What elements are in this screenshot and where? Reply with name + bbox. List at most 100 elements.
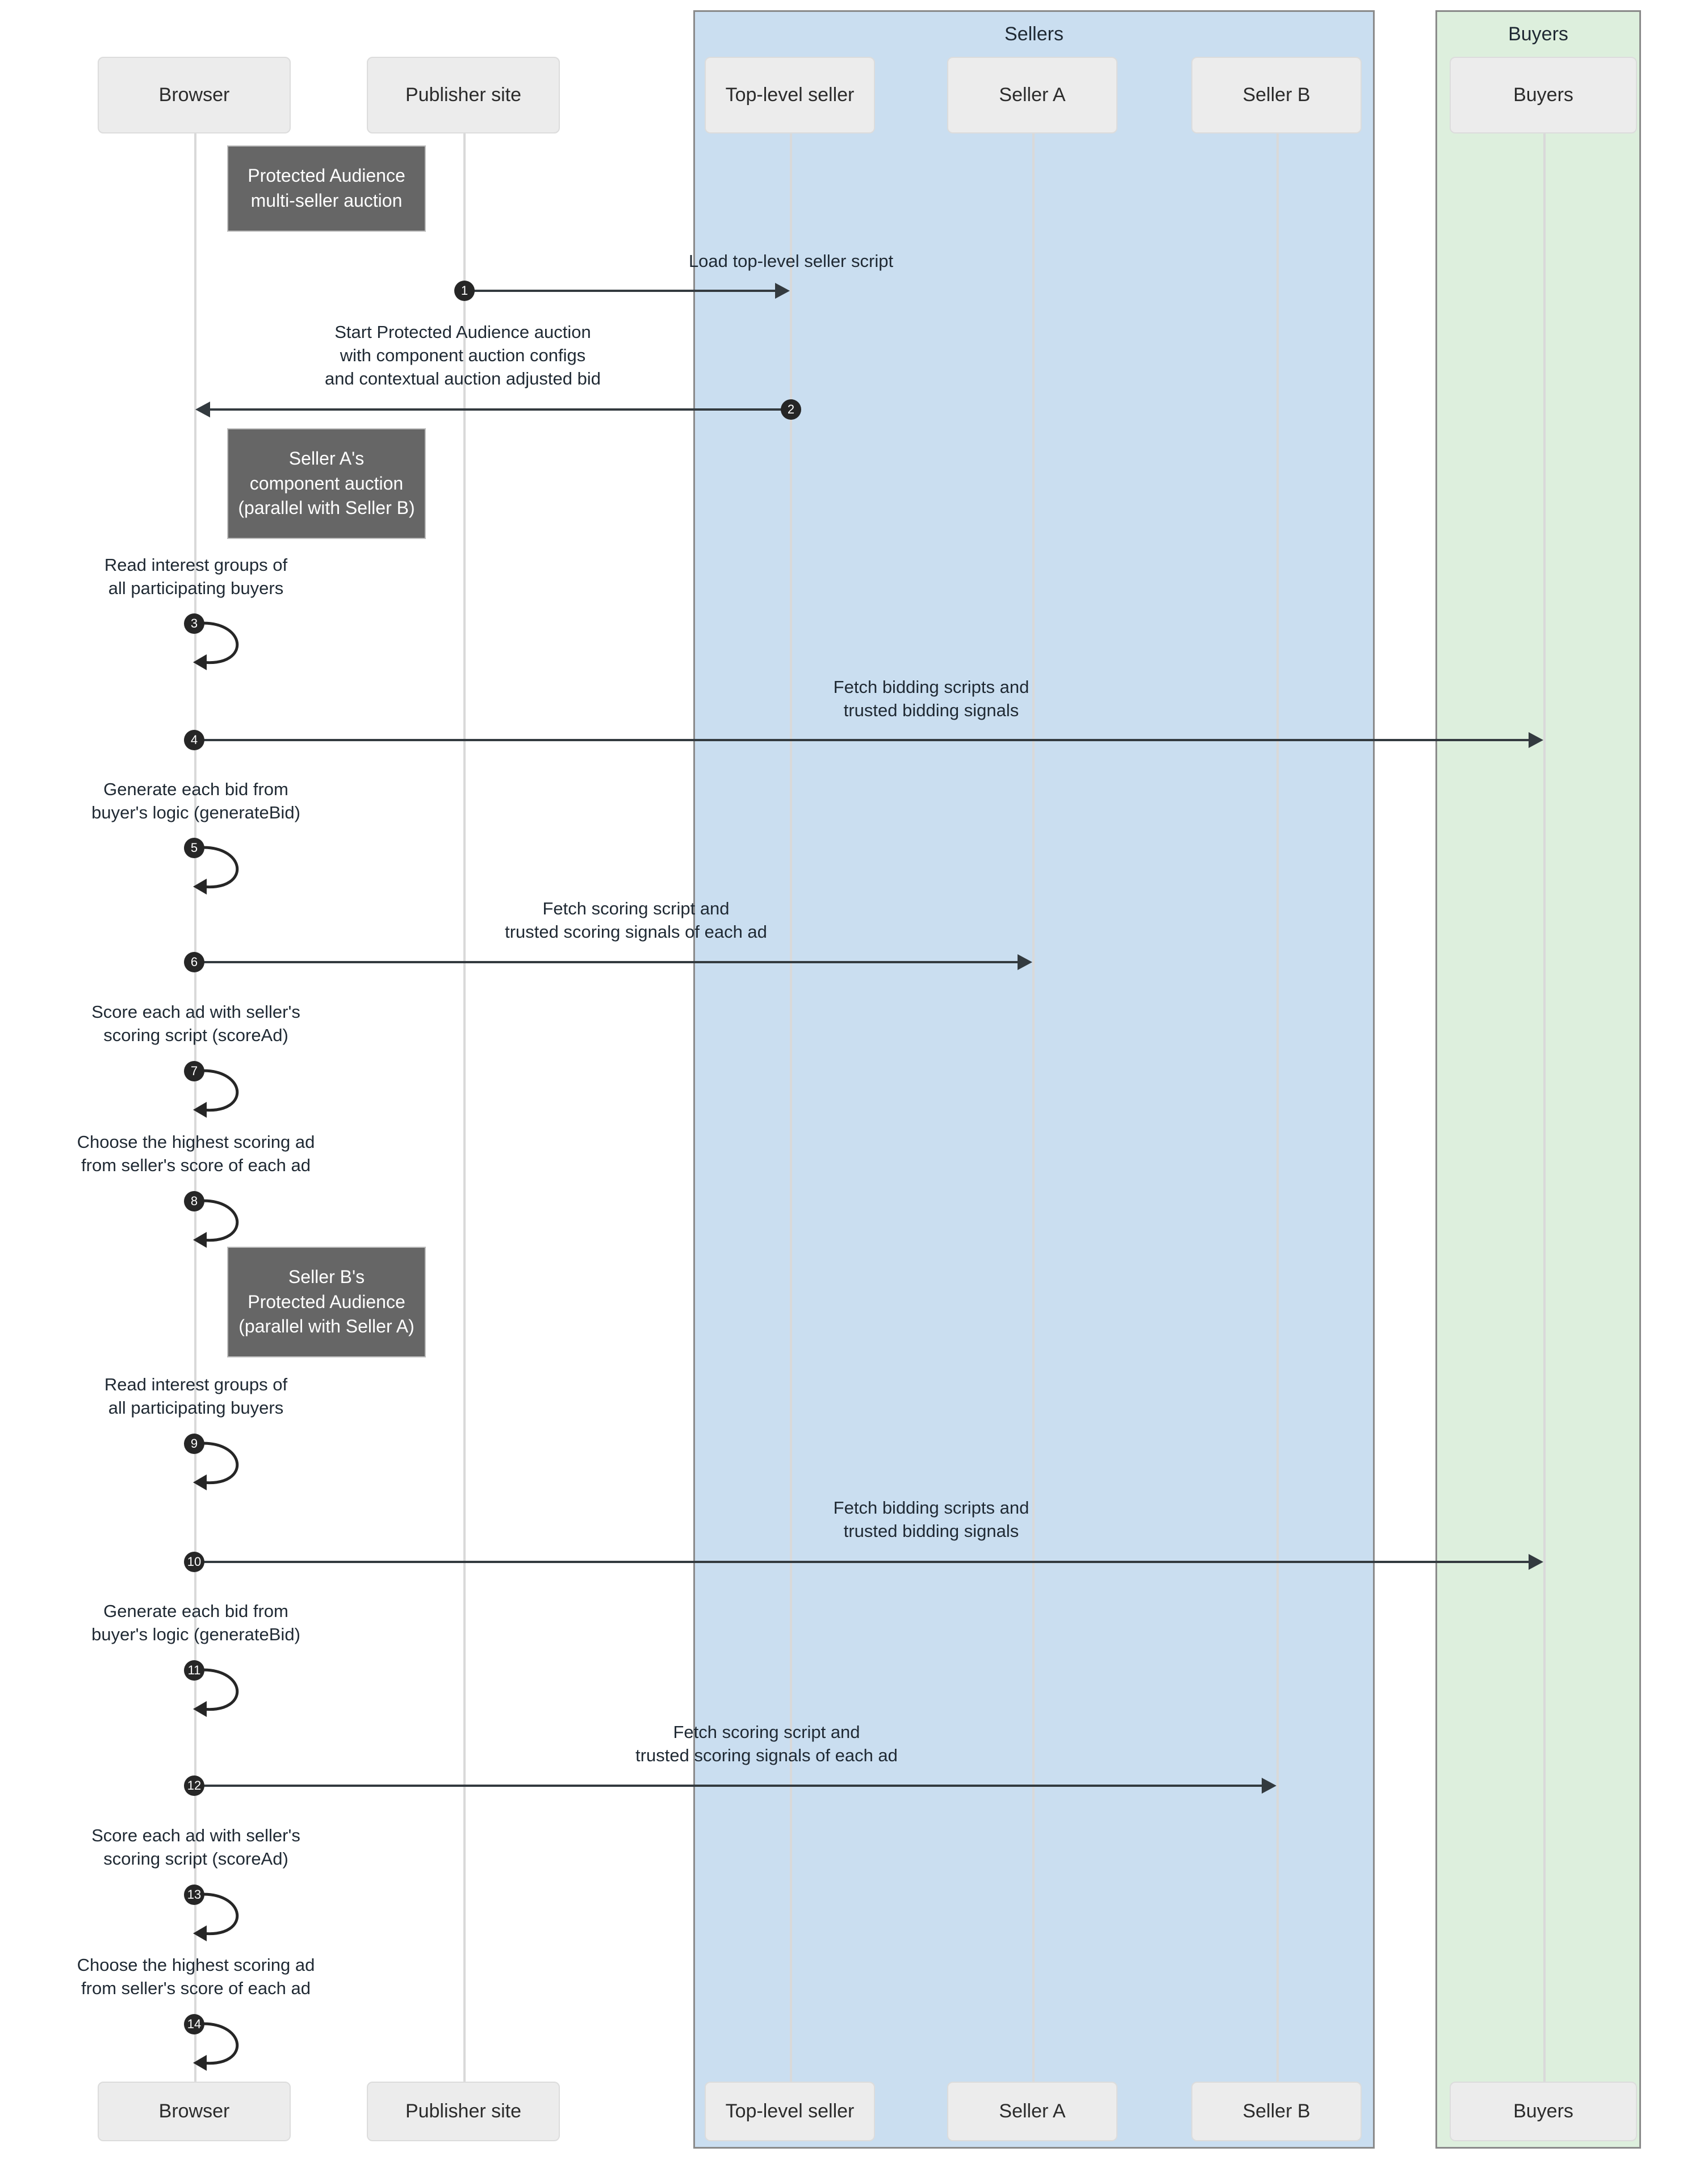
message-1-line — [464, 290, 775, 292]
message-13-selfloop — [193, 1892, 239, 1941]
actor-buyers-bottom-label: Buyers — [1513, 2100, 1573, 2122]
message-12-caption: Fetch scoring script and trusted scoring… — [369, 1721, 1164, 1768]
message-2-number: 2 — [787, 402, 795, 416]
message-3-number: 3 — [190, 616, 198, 630]
actor-publisher-bottom-label: Publisher site — [405, 2100, 522, 2122]
lifeline-browser — [194, 133, 196, 2082]
message-9-line-2: all participating buyers — [108, 1397, 284, 1418]
message-7-line-1: Score each ad with seller's — [91, 1002, 300, 1022]
message-14-badge: 14 — [184, 2014, 204, 2034]
actor-sellerA-top-label: Seller A — [999, 84, 1066, 106]
message-1-number: 1 — [461, 283, 468, 298]
note1-line-1: Protected Audience — [248, 165, 405, 186]
message-11-caption: Generate each bid from buyer's logic (ge… — [0, 1600, 392, 1647]
message-6-line-1: Fetch scoring script and — [542, 899, 730, 918]
message-3-line-2: all participating buyers — [108, 578, 284, 598]
message-4-line-2: trusted bidding signals — [843, 700, 1019, 720]
note-seller-a-component-auction: Seller A's component auction (parallel w… — [227, 428, 426, 539]
message-6-number: 6 — [190, 955, 198, 969]
note2-line-1: Seller A's — [288, 448, 365, 469]
message-2-arrowhead — [195, 402, 210, 417]
message-10-line-1: Fetch bidding scripts and — [833, 1498, 1029, 1518]
message-10-caption: Fetch bidding scripts and trusted biddin… — [534, 1497, 1329, 1543]
message-7-number: 7 — [190, 1064, 198, 1078]
message-9-badge: 9 — [184, 1434, 204, 1454]
message-13-number: 13 — [187, 1887, 202, 1902]
message-9-line-1: Read interest groups of — [104, 1374, 288, 1394]
message-2-line — [210, 408, 791, 411]
message-8-selfloop — [193, 1199, 239, 1248]
message-2-badge: 2 — [781, 399, 801, 420]
message-8-line-1: Choose the highest scoring ad — [77, 1132, 315, 1152]
message-12-line-2: trusted scoring signals of each ad — [635, 1745, 898, 1765]
message-14-selfloop — [193, 2022, 239, 2071]
message-3-badge: 3 — [184, 613, 204, 634]
lifeline-sellerA — [1032, 133, 1035, 2082]
actor-topseller-bottom-label: Top-level seller — [725, 2100, 855, 2122]
message-4-caption: Fetch bidding scripts and trusted biddin… — [534, 676, 1329, 722]
lifeline-buyers — [1543, 133, 1546, 2082]
message-6-line-2: trusted scoring signals of each ad — [505, 921, 767, 942]
message-9-number: 9 — [190, 1436, 198, 1451]
message-7-badge: 7 — [184, 1061, 204, 1081]
actor-topseller-top[interactable]: Top-level seller — [705, 57, 875, 133]
actor-sellerB-top[interactable]: Seller B — [1191, 57, 1362, 133]
actor-sellerB-bottom[interactable]: Seller B — [1191, 2082, 1362, 2141]
actor-topseller-bottom[interactable]: Top-level seller — [705, 2082, 875, 2141]
note2-line-2: component auction — [249, 473, 404, 494]
message-1-caption: Load top-level seller script — [464, 250, 1117, 273]
message-1-arrowhead — [775, 283, 790, 299]
note3-line-2: Protected Audience — [248, 1291, 405, 1312]
message-9-selfloop — [193, 1442, 239, 1490]
message-5-caption: Generate each bid from buyer's logic (ge… — [0, 778, 392, 825]
message-5-badge: 5 — [184, 838, 204, 858]
actor-browser-top[interactable]: Browser — [98, 57, 291, 133]
message-13-line-2: scoring script (scoreAd) — [103, 1848, 288, 1869]
message-14-number: 14 — [187, 2017, 202, 2031]
message-5-selfloop — [193, 846, 239, 895]
actor-sellerA-top[interactable]: Seller A — [947, 57, 1117, 133]
note-seller-b-protected-audience: Seller B's Protected Audience (parallel … — [227, 1247, 426, 1357]
group-buyers: Buyers — [1435, 10, 1641, 2149]
actor-buyers-top[interactable]: Buyers — [1450, 57, 1637, 133]
message-6-line — [195, 961, 1018, 963]
lifeline-publisher — [463, 133, 466, 2082]
message-3-selfloop — [193, 621, 239, 670]
message-8-badge: 8 — [184, 1191, 204, 1211]
message-8-line-2: from seller's score of each ad — [81, 1155, 311, 1175]
lifeline-sellerB — [1276, 133, 1279, 2082]
message-7-line-2: scoring script (scoreAd) — [103, 1025, 288, 1045]
message-2-caption: Start Protected Audience auction with co… — [136, 321, 789, 391]
actor-publisher-bottom[interactable]: Publisher site — [367, 2082, 560, 2141]
message-12-number: 12 — [187, 1778, 202, 1793]
message-3-line-1: Read interest groups of — [104, 555, 288, 575]
message-5-line-2: buyer's logic (generateBid) — [91, 802, 300, 822]
message-14-line-1: Choose the highest scoring ad — [77, 1955, 315, 1975]
message-3-caption: Read interest groups of all participatin… — [0, 554, 392, 600]
message-8-caption: Choose the highest scoring ad from selle… — [0, 1131, 392, 1177]
group-sellers-label: Sellers — [1004, 23, 1064, 45]
actor-browser-bottom[interactable]: Browser — [98, 2082, 291, 2141]
actor-browser-top-label: Browser — [158, 84, 230, 106]
message-4-line-1: Fetch bidding scripts and — [833, 677, 1029, 697]
message-11-selfloop — [193, 1668, 239, 1717]
message-5-line-1: Generate each bid from — [103, 779, 288, 799]
message-6-caption: Fetch scoring script and trusted scoring… — [238, 897, 1033, 944]
message-11-badge: 11 — [184, 1660, 204, 1681]
message-4-badge: 4 — [184, 730, 204, 750]
message-1-line-1: Load top-level seller script — [688, 251, 894, 271]
actor-buyers-bottom[interactable]: Buyers — [1450, 2082, 1637, 2141]
message-12-line — [195, 1785, 1262, 1787]
message-14-caption: Choose the highest scoring ad from selle… — [0, 1954, 392, 2000]
message-12-badge: 12 — [184, 1775, 204, 1796]
actor-buyers-top-label: Buyers — [1513, 84, 1573, 106]
message-13-caption: Score each ad with seller's scoring scri… — [0, 1824, 392, 1871]
message-10-arrowhead — [1529, 1554, 1543, 1570]
actor-sellerA-bottom[interactable]: Seller A — [947, 2082, 1117, 2141]
message-13-line-1: Score each ad with seller's — [91, 1825, 300, 1845]
message-8-number: 8 — [190, 1194, 198, 1208]
actor-sellerB-bottom-label: Seller B — [1242, 2100, 1311, 2122]
note-protected-audience-auction: Protected Audience multi-seller auction — [227, 145, 426, 232]
actor-publisher-top[interactable]: Publisher site — [367, 57, 560, 133]
note3-line-3: (parallel with Seller A) — [238, 1316, 415, 1337]
